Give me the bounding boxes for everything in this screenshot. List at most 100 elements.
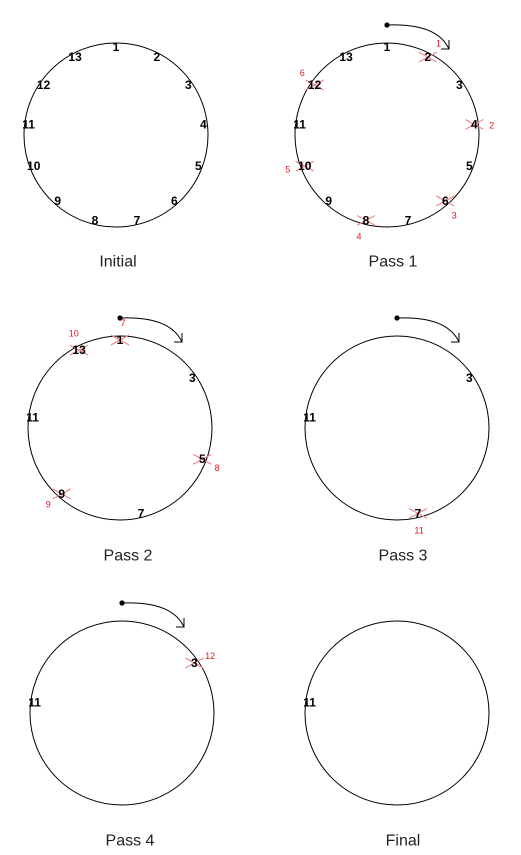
node-label: 2 xyxy=(425,50,432,64)
cross-mark-icon xyxy=(192,453,212,465)
elimination-step-label: 1 xyxy=(436,38,441,48)
node-label: 11 xyxy=(303,695,316,709)
node-label: 12 xyxy=(37,78,51,92)
elimination-step-label: 2 xyxy=(489,120,494,130)
rotation-arrow-icon xyxy=(117,315,183,343)
circle-ring xyxy=(29,620,215,806)
cross-mark-icon xyxy=(418,51,438,63)
cross-stroke xyxy=(356,214,376,226)
cross-stroke xyxy=(436,195,455,207)
arrow-head xyxy=(451,333,460,343)
node-label: 11 xyxy=(303,410,316,424)
node-label: 8 xyxy=(92,214,99,228)
elimination-step-label: 11 xyxy=(414,526,423,536)
cross-stroke xyxy=(408,507,428,519)
node-label: 3 xyxy=(189,371,196,385)
elimination-step-label: 10 xyxy=(69,329,79,339)
node-label: 1 xyxy=(113,40,120,54)
circle-ring xyxy=(304,620,490,806)
cross-stroke xyxy=(192,453,212,465)
elimination-step-label: 4 xyxy=(356,231,361,241)
node-label: 3 xyxy=(185,78,192,92)
panel-caption: Final xyxy=(386,833,421,850)
arrow-head xyxy=(174,333,183,343)
rotation-arrow-icon xyxy=(119,600,185,628)
cross-stroke xyxy=(465,118,484,130)
cross-mark-icon xyxy=(295,160,315,172)
arrow-arc xyxy=(121,602,185,628)
node-label: 5 xyxy=(195,159,202,173)
node-label: 9 xyxy=(58,487,65,501)
node-label: 10 xyxy=(298,159,312,173)
panel-caption: Initial xyxy=(99,254,136,271)
arrow-head xyxy=(441,40,450,50)
cross-mark-icon xyxy=(465,118,484,130)
node-label: 6 xyxy=(442,194,449,208)
elimination-step-label: 6 xyxy=(300,68,305,78)
rotation-arrow-icon xyxy=(384,22,450,50)
node-label: 7 xyxy=(138,507,145,521)
elimination-step-label: 8 xyxy=(215,463,220,473)
cross-stroke xyxy=(110,334,130,346)
elimination-step-label: 12 xyxy=(205,651,215,661)
cross-mark-icon xyxy=(408,507,428,519)
node-label: 11 xyxy=(26,410,39,424)
elimination-step-label: 5 xyxy=(285,165,290,175)
node-label: 9 xyxy=(54,194,61,208)
arrow-head xyxy=(176,618,185,628)
cross-mark-icon xyxy=(52,488,71,500)
cross-stroke xyxy=(185,657,204,669)
node-label: 5 xyxy=(466,159,473,173)
cross-stroke xyxy=(52,488,71,500)
elimination-step-label: 7 xyxy=(120,318,125,328)
node-label: 8 xyxy=(363,214,370,228)
panel-caption: Pass 3 xyxy=(379,548,428,565)
cross-stroke xyxy=(418,51,438,63)
cross-stroke xyxy=(305,79,324,91)
panel-caption: Pass 4 xyxy=(106,833,155,850)
node-label: 5 xyxy=(199,452,206,466)
node-label: 13 xyxy=(72,343,86,357)
cross-mark-icon xyxy=(69,344,89,356)
node-label: 10 xyxy=(27,159,41,173)
node-label: 3 xyxy=(191,656,198,670)
node-label: 4 xyxy=(471,117,478,131)
circle-ring xyxy=(294,42,480,228)
node-label: 6 xyxy=(171,194,178,208)
panel-caption: Pass 1 xyxy=(369,254,418,271)
arrow-arc xyxy=(386,24,450,50)
circle-ring xyxy=(23,42,209,228)
node-label: 7 xyxy=(415,507,422,521)
circle-ring xyxy=(304,335,490,521)
node-label: 1 xyxy=(117,333,124,347)
cross-mark-icon xyxy=(305,79,324,91)
cross-mark-icon xyxy=(436,195,455,207)
arrow-arc xyxy=(396,317,460,343)
node-label: 13 xyxy=(68,50,82,64)
node-label: 3 xyxy=(466,371,473,385)
cross-mark-icon xyxy=(110,334,130,346)
node-label: 11 xyxy=(293,117,306,131)
elimination-step-label: 3 xyxy=(452,211,457,221)
node-label: 12 xyxy=(308,78,322,92)
rotation-arrow-icon xyxy=(394,315,460,343)
cross-mark-icon xyxy=(185,657,204,669)
elimination-step-label: 9 xyxy=(46,500,51,510)
cross-mark-icon xyxy=(356,214,376,226)
cross-stroke xyxy=(69,344,89,356)
arrow-arc xyxy=(119,317,183,343)
node-label: 7 xyxy=(405,214,412,228)
node-label: 3 xyxy=(456,78,463,92)
node-label: 11 xyxy=(22,117,35,131)
node-label: 1 xyxy=(384,40,391,54)
node-label: 4 xyxy=(200,117,207,131)
node-label: 7 xyxy=(134,214,141,228)
panel-caption: Pass 2 xyxy=(104,548,153,565)
